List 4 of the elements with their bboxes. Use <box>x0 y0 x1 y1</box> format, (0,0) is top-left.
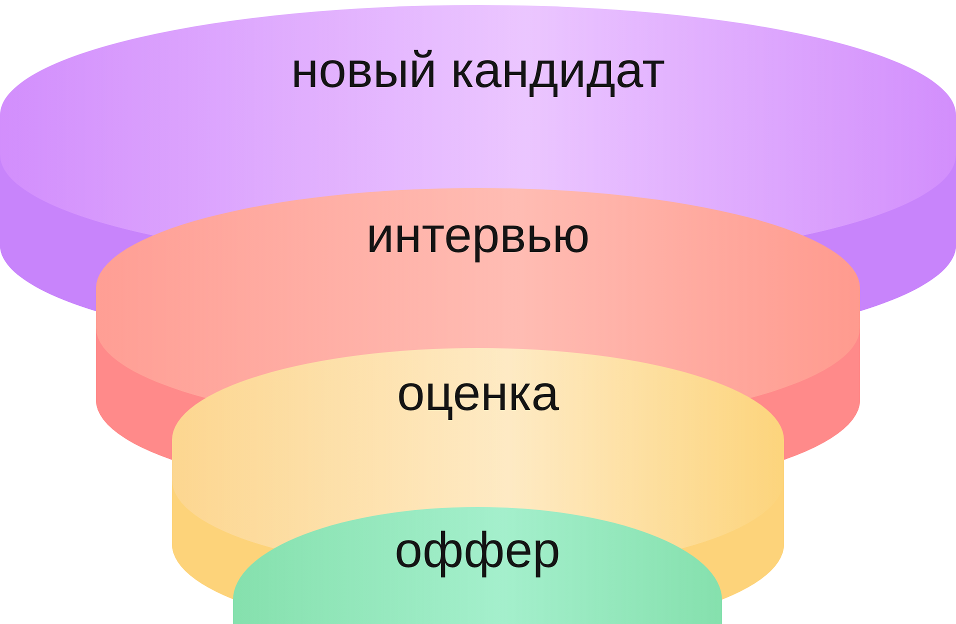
tier-label: оффер <box>394 523 560 578</box>
tier-label: оценка <box>396 366 560 421</box>
tier-label: новый кандидат <box>290 43 666 98</box>
tier-label: интервью <box>366 208 590 263</box>
